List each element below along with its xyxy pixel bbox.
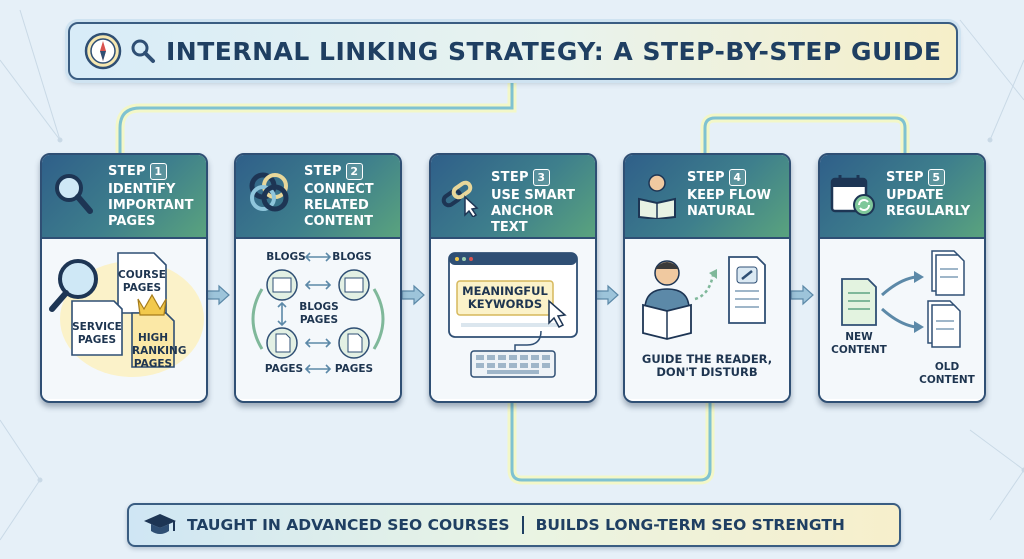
page-node-icon	[266, 327, 298, 359]
content-update-illustration	[841, 250, 965, 348]
label-high-ranking-pages: HIGH RANKING PAGES	[132, 332, 187, 370]
label-meaningful-keywords: MEANINGFUL KEYWORDS	[462, 284, 548, 311]
magnifier-icon	[58, 259, 98, 299]
page-node-icon	[338, 327, 370, 359]
cursor-icon	[548, 299, 567, 328]
label-blogs-pages: BLOGS PAGES	[299, 301, 339, 326]
reader-illustration	[642, 256, 766, 340]
old-document-stack-icon	[927, 250, 965, 348]
label-new-content: NEW CONTENT	[831, 331, 887, 356]
step-title: IDENTIFY IMPORTANT PAGES	[108, 182, 194, 229]
magnifier-icon	[131, 39, 155, 63]
label-pages: PAGES	[334, 363, 374, 375]
step-body: MEANINGFUL KEYWORDS	[431, 239, 595, 399]
step-title: UPDATE REGULARLY	[886, 188, 971, 219]
step-title: CONNECT RELATED CONTENT	[304, 182, 374, 229]
footer-left-text: TAUGHT IN ADVANCED SEO COURSES	[187, 516, 510, 534]
content-network-illustration	[251, 252, 385, 374]
arrow-right-icon	[790, 284, 814, 306]
label-pages: PAGES	[264, 363, 304, 375]
label-guide-reader: GUIDE THE READER, DON'T DISTURB	[641, 352, 773, 379]
arrow-right-icon	[595, 284, 619, 306]
blog-node-icon	[266, 269, 298, 301]
label-blogs: BLOGS	[332, 251, 372, 263]
footer-banner: TAUGHT IN ADVANCED SEO COURSES BUILDS LO…	[127, 503, 901, 547]
step-body: BLOGS BLOGS BLOGS PAGES PAGES PAGES	[236, 239, 400, 399]
label-service-pages: SERVICE PAGES	[72, 321, 122, 346]
compass-icon	[84, 32, 122, 70]
calendar-refresh-icon	[830, 175, 875, 216]
footer-right-text: BUILDS LONG-TERM SEO STRENGTH	[535, 516, 845, 534]
link-cursor-icon	[441, 180, 479, 217]
label-blogs: BLOGS	[266, 251, 306, 263]
step-title: USE SMART ANCHOR TEXT	[491, 188, 575, 235]
magnifier-icon	[55, 174, 93, 214]
label-old-content: OLD CONTENT	[919, 361, 975, 386]
keyword-highlight	[456, 280, 554, 316]
step-title: KEEP FLOW NATURAL	[687, 188, 771, 219]
title-banner: INTERNAL LINKING STRATEGY: A STEP-BY-STE…	[68, 22, 958, 80]
page-title: INTERNAL LINKING STRATEGY: A STEP-BY-STE…	[166, 36, 942, 66]
footer-separator	[521, 516, 524, 534]
document-icon	[71, 300, 123, 356]
arrow-right-icon	[206, 284, 230, 306]
browser-keyboard-illustration	[448, 252, 578, 378]
label-course-pages: COURSE PAGES	[118, 269, 166, 294]
step-body: GUIDE THE READER, DON'T DISTURB	[625, 239, 789, 399]
reader-icon	[638, 174, 676, 219]
linked-rings-icon	[249, 172, 289, 212]
graduation-cap-icon	[144, 514, 176, 534]
step-body: NEW CONTENT OLD CONTENT	[820, 239, 984, 399]
blog-node-icon	[338, 269, 370, 301]
background-network	[0, 9, 1024, 541]
arrow-right-icon	[401, 284, 425, 306]
crown-icon	[137, 293, 167, 316]
pages-illustration	[49, 252, 204, 377]
flow-connector-top	[115, 73, 910, 485]
step-body: COURSE PAGES SERVICE PAGES HIGH RANKING …	[42, 239, 206, 399]
